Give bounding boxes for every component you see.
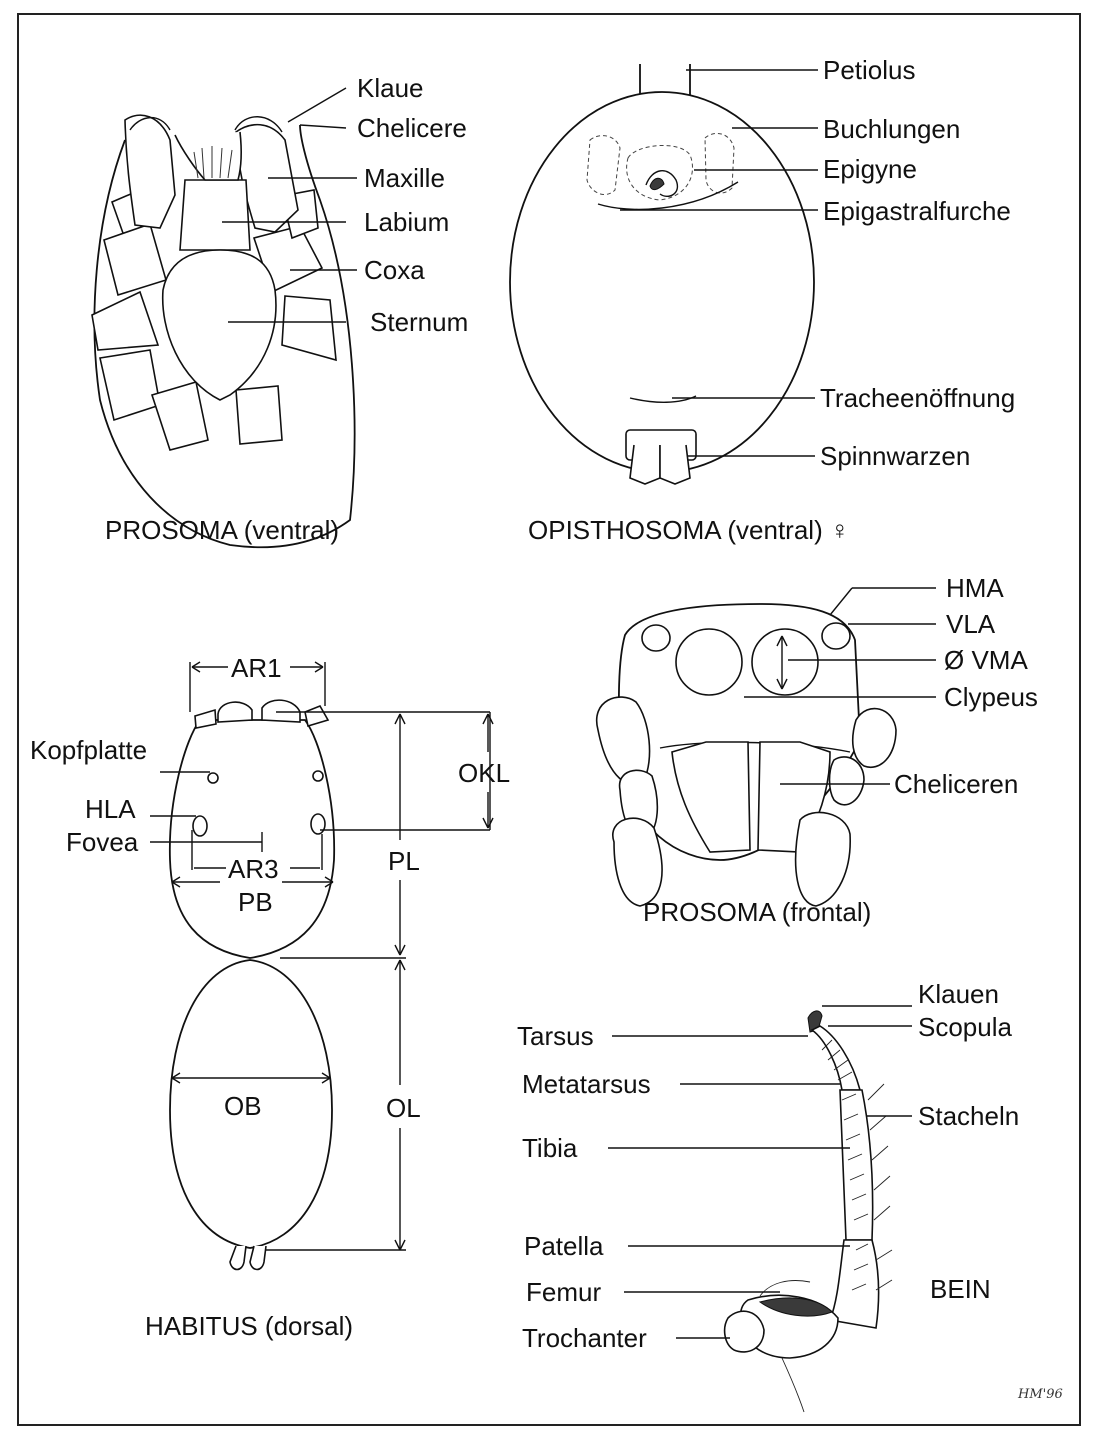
label-scopula: Scopula — [918, 1012, 1012, 1042]
label-maxille: Maxille — [364, 163, 445, 193]
label-petiolus: Petiolus — [823, 55, 916, 85]
label-clypeus: Clypeus — [944, 682, 1038, 712]
label-patella: Patella — [524, 1231, 604, 1261]
label-pl: PL — [388, 846, 420, 876]
label-tracheenoeffnung: Tracheenöffnung — [820, 383, 1015, 413]
label-ar1: AR1 — [231, 653, 282, 683]
prosoma-frontal-labels: HMA VLA Ø VMA Clypeus Cheliceren — [894, 573, 1038, 799]
caption-bein: BEIN — [930, 1274, 991, 1304]
prosoma-ventral-drawing — [92, 115, 355, 547]
label-femur: Femur — [526, 1277, 601, 1307]
caption-opisthosoma-ventral: OPISTHOSOMA (ventral) ♀ — [528, 515, 849, 545]
label-tibia: Tibia — [522, 1133, 578, 1163]
label-pb: PB — [238, 887, 273, 917]
label-vma: Ø VMA — [944, 645, 1028, 675]
artist-signature: HM'96 — [1017, 1387, 1063, 1402]
prosoma-frontal-drawing — [597, 604, 896, 906]
label-ar3: AR3 — [228, 854, 279, 884]
label-klaue: Klaue — [357, 73, 424, 103]
label-sternum: Sternum — [370, 307, 468, 337]
label-coxa: Coxa — [364, 255, 425, 285]
opisthosoma-labels: Petiolus Buchlungen Epigyne Epigastralfu… — [820, 55, 1015, 471]
bein-drawing — [725, 1011, 892, 1412]
label-labium: Labium — [364, 207, 449, 237]
caption-habitus-dorsal: HABITUS (dorsal) — [145, 1311, 353, 1341]
label-ob: OB — [224, 1091, 262, 1121]
label-metatarsus: Metatarsus — [522, 1069, 651, 1099]
label-ol: OL — [386, 1093, 421, 1123]
label-klauen: Klauen — [918, 979, 999, 1009]
label-kopfplatte: Kopfplatte — [30, 735, 147, 765]
caption-prosoma-ventral: PROSOMA (ventral) — [105, 515, 339, 545]
label-fovea: Fovea — [66, 827, 139, 857]
label-hla: HLA — [85, 794, 136, 824]
caption-prosoma-frontal: PROSOMA (frontal) — [643, 897, 871, 927]
label-tarsus: Tarsus — [517, 1021, 594, 1051]
label-cheliceren: Cheliceren — [894, 769, 1018, 799]
habitus-dorsal-drawing — [170, 700, 334, 1269]
label-stacheln: Stacheln — [918, 1101, 1019, 1131]
label-vla: VLA — [946, 609, 996, 639]
prosoma-ventral-labels: Klaue Chelicere Maxille Labium Coxa Ster… — [357, 73, 468, 337]
label-buchlungen: Buchlungen — [823, 114, 960, 144]
opisthosoma-ventral-drawing — [510, 64, 814, 484]
label-trochanter: Trochanter — [522, 1323, 647, 1353]
label-epigastralfurche: Epigastralfurche — [823, 196, 1011, 226]
label-hma: HMA — [946, 573, 1004, 603]
label-spinnwarzen: Spinnwarzen — [820, 441, 970, 471]
label-okl: OKL — [458, 758, 510, 788]
label-epigyne: Epigyne — [823, 154, 917, 184]
label-chelicere: Chelicere — [357, 113, 467, 143]
